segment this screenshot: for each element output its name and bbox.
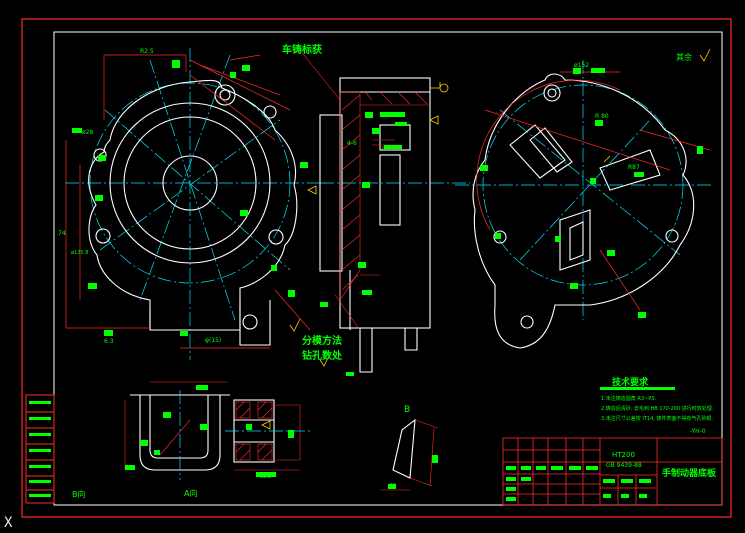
tech-req-line-3: 3.未注尺寸公差按 IT14, 铸件表面不得有气孔砂眼. — [601, 416, 714, 422]
callout-parting: 分模方法 — [302, 336, 342, 347]
dim-right-1: R 80 — [595, 113, 609, 120]
section-label: B — [404, 405, 411, 415]
dim-right-2: R87 — [628, 164, 640, 171]
dim-right-3: ø152 — [574, 62, 590, 69]
ucs-icon: X — [4, 515, 13, 531]
view-b-label: B向 — [72, 490, 86, 499]
a-view — [124, 381, 230, 480]
view-a-label: A向 — [184, 489, 198, 498]
tech-req-title: 技术要求 — [612, 378, 649, 388]
dim-small-2: 11 — [390, 483, 397, 489]
binding-strip-text — [29, 401, 51, 497]
drawing-number: -YH-0 — [690, 428, 706, 435]
dim-section-2: ø40 — [382, 145, 394, 152]
dim-section-1: 4-6 — [347, 140, 357, 147]
dim-small-1: 32.8 — [260, 474, 272, 480]
tech-req-line-1: 1.未注铸造圆角 R3~R5. — [601, 396, 657, 402]
title-block — [502, 437, 723, 506]
callout-finish: 车铸标获 — [282, 45, 322, 56]
dim-bottom-1: 6.3 — [104, 338, 114, 345]
tech-req-line-2: 2.铸造后清砂, 去毛刺 HB 170-200 进行时效处理. — [601, 406, 714, 412]
tech-req-underline — [600, 387, 675, 390]
roughness-general-label: 其余 — [676, 53, 692, 62]
section-view — [299, 49, 470, 376]
inner-border — [53, 31, 723, 506]
part-name: 手制动器底板 — [662, 469, 717, 479]
b-section — [225, 399, 310, 477]
dim-left-2: 74 — [58, 230, 66, 237]
material: HT200 — [612, 451, 635, 459]
outer-border — [21, 18, 732, 518]
front-view — [65, 48, 331, 367]
right-view — [455, 48, 712, 349]
callout-drill: 钻孔数处 — [302, 351, 342, 362]
dim-left-3: ø135.8 — [71, 250, 89, 256]
dim-left-1: ø28 — [82, 129, 94, 136]
binding-strip — [25, 394, 55, 504]
standard: GB 9439-88 — [606, 462, 642, 469]
title-block-cells — [506, 466, 651, 501]
dim-top: R2.5 — [140, 48, 154, 55]
b-detail — [380, 418, 439, 491]
dim-bottom-2: φ(15) — [205, 337, 222, 344]
